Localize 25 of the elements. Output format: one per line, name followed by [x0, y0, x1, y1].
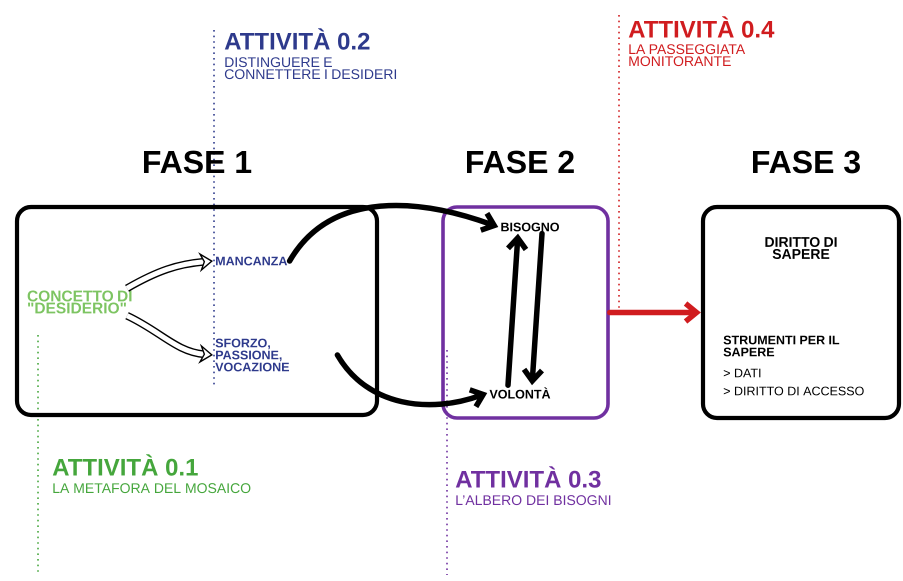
arrow [334, 352, 488, 408]
concept-label: BISOGNO [501, 222, 559, 232]
concept-label: CONCETTO DI "DESIDERIO" [28, 290, 132, 314]
phase-heading: FASE 3 [753, 150, 860, 174]
activity-description: L’ALBERO DEI BISOGNI [456, 495, 610, 506]
activity-title: ATTIVITÀ 0.1 [52, 454, 198, 476]
phase-heading: FASE 1 [144, 150, 252, 174]
concept-label: MANCANZA [216, 256, 288, 266]
activity-title: ATTIVITÀ 0.4 [628, 16, 774, 38]
activity-description: LA METAFORA DEL MOSAICO [53, 483, 250, 494]
activity-description: LA PASSEGGIATA MONITORANTE [629, 44, 746, 66]
box-text: DIRITTO DI SAPERE [765, 237, 837, 259]
arrow [505, 234, 528, 388]
box-text: STRUMENTI PER IL SAPERE [724, 336, 840, 356]
activity-description: DISTINGUERE E CONNETTERE I DESIDERI [224, 57, 396, 80]
box-text: > DATI [724, 368, 760, 378]
arrow [522, 230, 545, 386]
activity-title: ATTIVITÀ 0.3 [456, 466, 601, 488]
activity-title: ATTIVITÀ 0.2 [224, 28, 370, 50]
arrow [286, 202, 498, 264]
concept-label: VOLONTÀ [490, 387, 550, 399]
arrow [607, 301, 701, 324]
concept-label: SFORZO, PASSIONE, VOCAZIONE [215, 338, 290, 372]
phase-heading: FASE 2 [467, 150, 574, 174]
box-text: > DIRITTO DI ACCESSO [724, 386, 864, 396]
